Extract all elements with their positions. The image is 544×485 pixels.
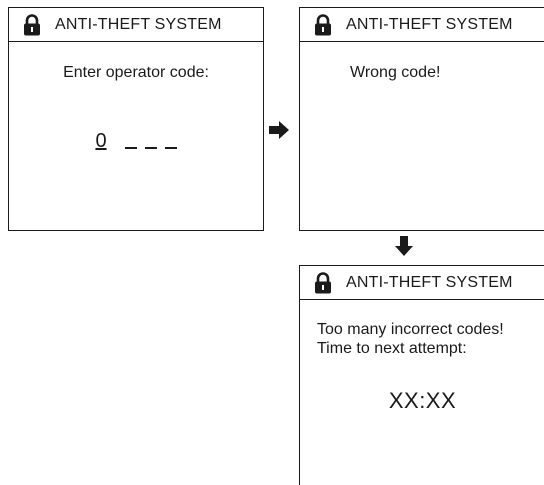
arrow-down-icon bbox=[395, 236, 413, 256]
lock-icon bbox=[315, 13, 331, 35]
code-digit: 0 bbox=[95, 130, 107, 152]
title-bar: ANTI-THEFT SYSTEM bbox=[300, 266, 544, 300]
code-blank bbox=[124, 146, 137, 149]
lockout-message-line: Too many incorrect codes! bbox=[317, 321, 504, 338]
lockout-message-line: Time to next attempt: bbox=[317, 340, 467, 357]
lockout-screen: ANTI-THEFT SYSTEM Too many incorrect cod… bbox=[299, 265, 544, 485]
lock-icon bbox=[24, 13, 40, 35]
lockout-timer: XX:XX bbox=[388, 388, 457, 413]
title-bar: ANTI-THEFT SYSTEM bbox=[300, 8, 544, 42]
wrong-code-message: Wrong code! bbox=[350, 64, 441, 81]
code-blank bbox=[164, 146, 177, 149]
wrong-code-screen: ANTI-THEFT SYSTEM Wrong code! bbox=[299, 7, 544, 231]
code-input[interactable]: 0 bbox=[9, 130, 263, 153]
arrow-right-icon bbox=[269, 121, 289, 139]
title-bar: ANTI-THEFT SYSTEM bbox=[9, 8, 263, 42]
code-blank bbox=[144, 146, 157, 149]
code-entry-screen: ANTI-THEFT SYSTEM Enter operator code: 0 bbox=[8, 7, 264, 231]
lock-icon bbox=[315, 271, 331, 293]
screen-title: ANTI-THEFT SYSTEM bbox=[346, 15, 513, 33]
screen-title: ANTI-THEFT SYSTEM bbox=[55, 15, 222, 33]
code-prompt: Enter operator code: bbox=[63, 64, 209, 81]
screen-title: ANTI-THEFT SYSTEM bbox=[346, 273, 513, 291]
lockout-message: Too many incorrect codes! Time to next a… bbox=[317, 320, 504, 358]
